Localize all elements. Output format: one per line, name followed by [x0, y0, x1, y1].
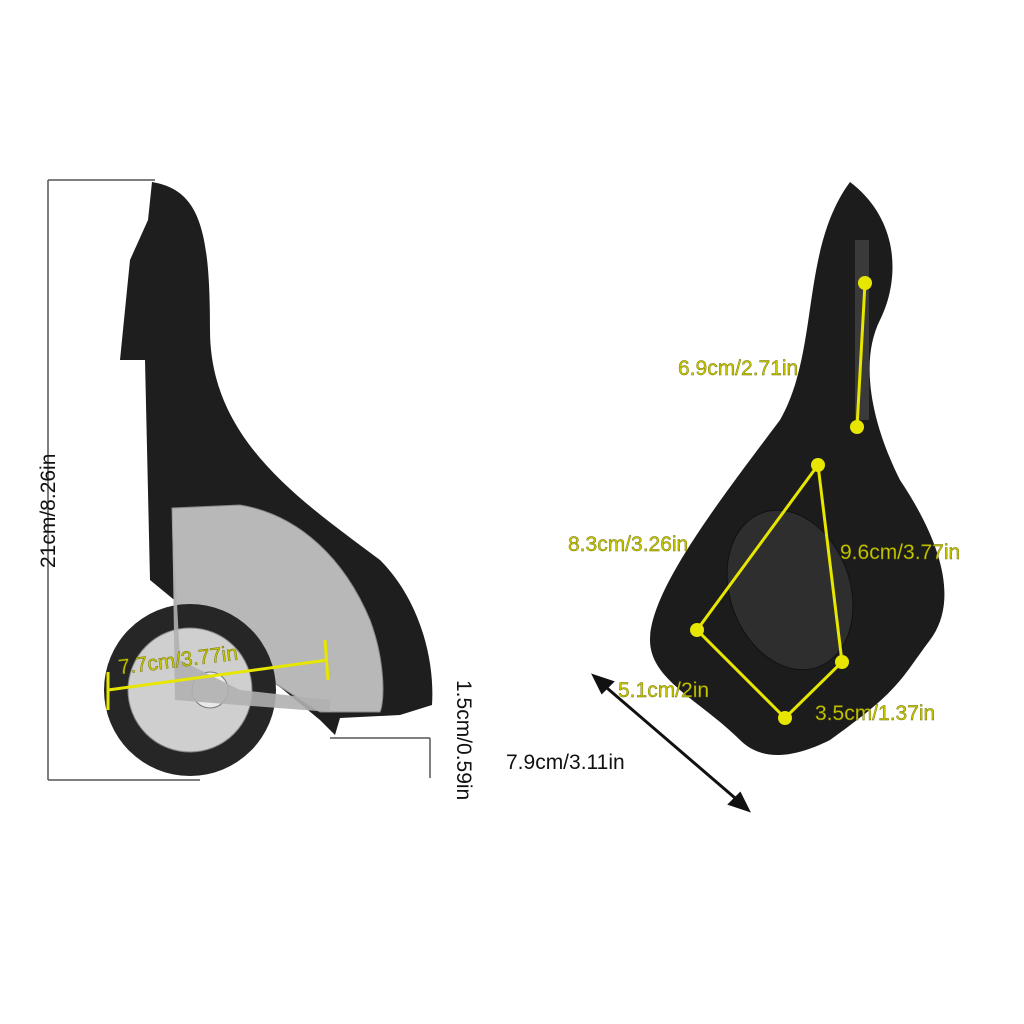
side-label: 9.6cm/3.77in: [840, 541, 961, 564]
depth-label: 7.9cm/3.11in: [506, 751, 625, 774]
base-thickness-dimension-line: [330, 737, 431, 778]
height-label: 21cm/8.26in: [37, 453, 60, 568]
slot-length-label: 6.9cm/2.71in: [678, 357, 799, 380]
right-wheel: [726, 509, 854, 671]
annotation-points: [690, 276, 872, 725]
bottom-left-label: 5.1cm/2in: [618, 679, 710, 702]
bottom-right-label: 3.5cm/1.37in: [815, 702, 936, 725]
base-thickness-label: 1.5cm/0.59in: [452, 680, 475, 801]
wheel-diameter-line: [106, 639, 330, 710]
height-dimension-line: [47, 179, 200, 781]
silver-wheel-cover: [171, 504, 384, 713]
diagonal-label: 8.3cm/3.26in: [568, 533, 689, 556]
right-caster-plate: [650, 182, 945, 755]
depth-arrow: [591, 673, 751, 813]
